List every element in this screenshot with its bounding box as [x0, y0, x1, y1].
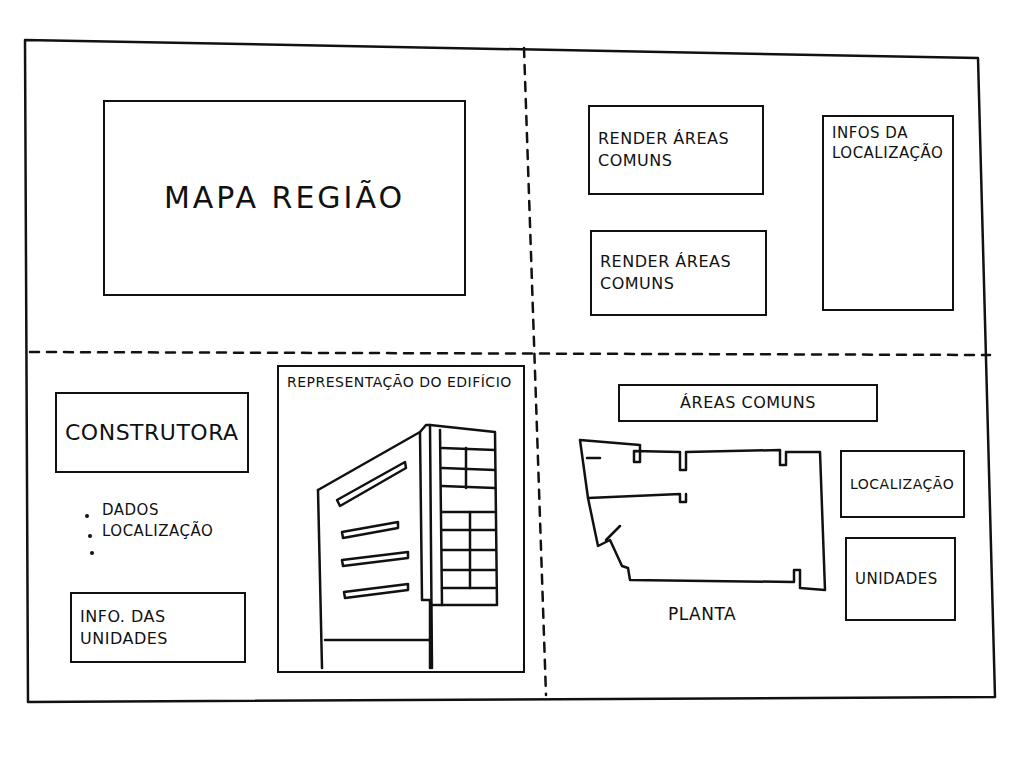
wireframe-box: RENDER ÁREAS COMUNS: [590, 230, 767, 316]
wireframe-box: ÁREAS COMUNS: [618, 384, 878, 422]
box-text: INFO. DAS UNIDADES: [80, 606, 236, 649]
divider-line: [30, 352, 990, 355]
box-text: UNIDADES: [855, 569, 938, 589]
box-text: MAPA REGIÃO: [164, 178, 405, 219]
note-text: DADOS LOCALIZAÇÃO: [102, 500, 252, 542]
outer-frame: [25, 40, 995, 702]
wireframe-box: MAPA REGIÃO: [103, 100, 466, 296]
plan-caption: PLANTA: [668, 603, 768, 627]
building-illustration: [318, 425, 497, 668]
wireframe-box: LOCALIZAÇÃO: [840, 450, 965, 518]
box-text: LOCALIZAÇÃO: [850, 475, 954, 494]
bullet-dots: [85, 514, 94, 555]
box-text: RENDER ÁREAS COMUNS: [600, 251, 757, 294]
wireframe-box: CONSTRUTORA: [55, 392, 249, 473]
divider-line: [524, 48, 546, 695]
box-text: REPRESENTAÇÃO DO EDIFÍCIO: [287, 373, 512, 392]
wireframe-box: REPRESENTAÇÃO DO EDIFÍCIO: [277, 365, 525, 673]
wireframe-box: UNIDADES: [845, 537, 956, 621]
box-text: CONSTRUTORA: [65, 418, 239, 448]
box-text: RENDER ÁREAS COMUNS: [598, 128, 754, 171]
wireframe-box: INFO. DAS UNIDADES: [70, 592, 246, 663]
wireframe-box: RENDER ÁREAS COMUNS: [588, 105, 764, 195]
box-text: INFOS DA LOCALIZAÇÃO: [832, 123, 944, 164]
wireframe-box: INFOS DA LOCALIZAÇÃO: [822, 115, 954, 311]
box-text: ÁREAS COMUNS: [680, 392, 816, 414]
floor-plan: [580, 440, 825, 590]
